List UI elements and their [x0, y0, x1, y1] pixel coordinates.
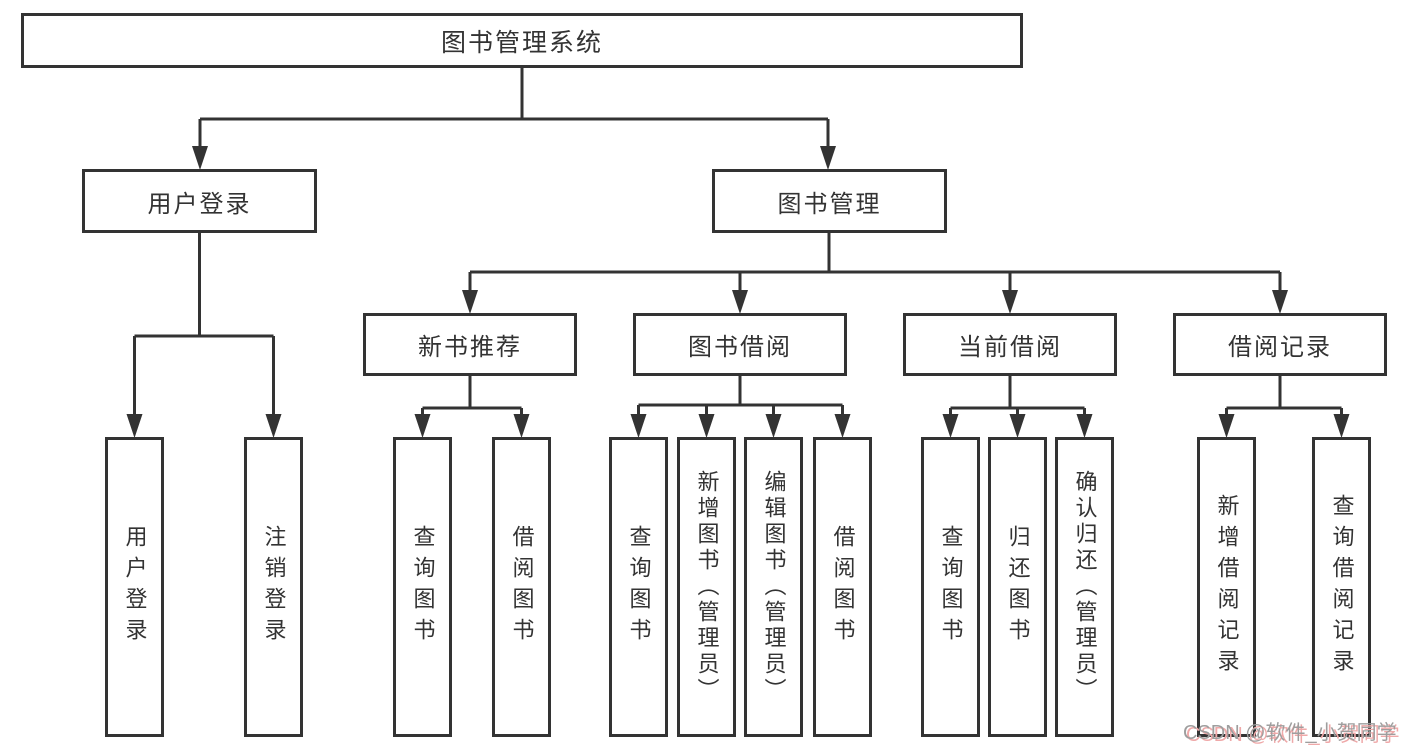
leaf-edit-books-admin-label: 编辑图书（管理员）: [761, 470, 787, 704]
node-borrow-records-label: 借阅记录: [1228, 334, 1332, 361]
node-user-login: 用户登录: [82, 169, 317, 233]
node-root-system: 图书管理系统: [21, 13, 1023, 68]
leaf-logout: 注销登录: [244, 437, 303, 737]
node-book-borrow: 图书借阅: [633, 313, 847, 376]
leaf-query-books-borrow: 查询图书: [609, 437, 668, 737]
node-book-management-label: 图书管理: [777, 190, 882, 218]
leaf-confirm-return-admin: 确认归还（管理员）: [1055, 437, 1114, 737]
leaf-return-books-label: 归还图书: [1005, 525, 1031, 649]
leaf-return-books: 归还图书: [988, 437, 1047, 737]
leaf-add-borrow-record: 新增借阅记录: [1197, 437, 1256, 737]
leaf-query-borrow-record: 查询借阅记录: [1312, 437, 1371, 737]
node-user-login-label: 用户登录: [147, 190, 252, 218]
arrowheads: [126, 146, 1350, 438]
leaf-borrow-books-recommend-label: 借阅图书: [509, 525, 535, 649]
leaf-query-books-current: 查询图书: [921, 437, 980, 737]
node-new-book-recommend-label: 新书推荐: [418, 334, 522, 361]
leaf-query-books-recommend-label: 查询图书: [410, 525, 436, 649]
leaf-borrow-books-recommend: 借阅图书: [492, 437, 551, 737]
leaf-borrow-books-label: 借阅图书: [830, 525, 856, 649]
leaf-edit-books-admin: 编辑图书（管理员）: [744, 437, 803, 737]
node-new-book-recommend: 新书推荐: [363, 313, 577, 376]
leaf-add-books-admin: 新增图书（管理员）: [677, 437, 736, 737]
node-current-borrow-label: 当前借阅: [958, 334, 1062, 361]
leaf-query-borrow-record-label: 查询借阅记录: [1329, 494, 1355, 680]
leaf-logout-label: 注销登录: [261, 525, 287, 649]
node-borrow-records: 借阅记录: [1173, 313, 1387, 376]
node-book-management: 图书管理: [712, 169, 947, 233]
leaf-borrow-books: 借阅图书: [813, 437, 872, 737]
node-book-borrow-label: 图书借阅: [688, 334, 792, 361]
leaf-query-books-recommend: 查询图书: [393, 437, 452, 737]
leaf-add-borrow-record-label: 新增借阅记录: [1214, 494, 1240, 680]
leaf-add-books-admin-label: 新增图书（管理员）: [694, 470, 720, 704]
leaf-query-books-borrow-label: 查询图书: [626, 525, 652, 649]
node-root-label: 图书管理系统: [440, 28, 603, 57]
watermark: CSDN @软件_小贺同学: [1183, 722, 1397, 744]
node-current-borrow: 当前借阅: [903, 313, 1117, 376]
leaf-confirm-return-admin-label: 确认归还（管理员）: [1072, 470, 1098, 704]
leaf-user-login: 用户登录: [105, 437, 164, 737]
leaf-query-books-current-label: 查询图书: [938, 525, 964, 649]
leaf-user-login-label: 用户登录: [122, 525, 148, 649]
